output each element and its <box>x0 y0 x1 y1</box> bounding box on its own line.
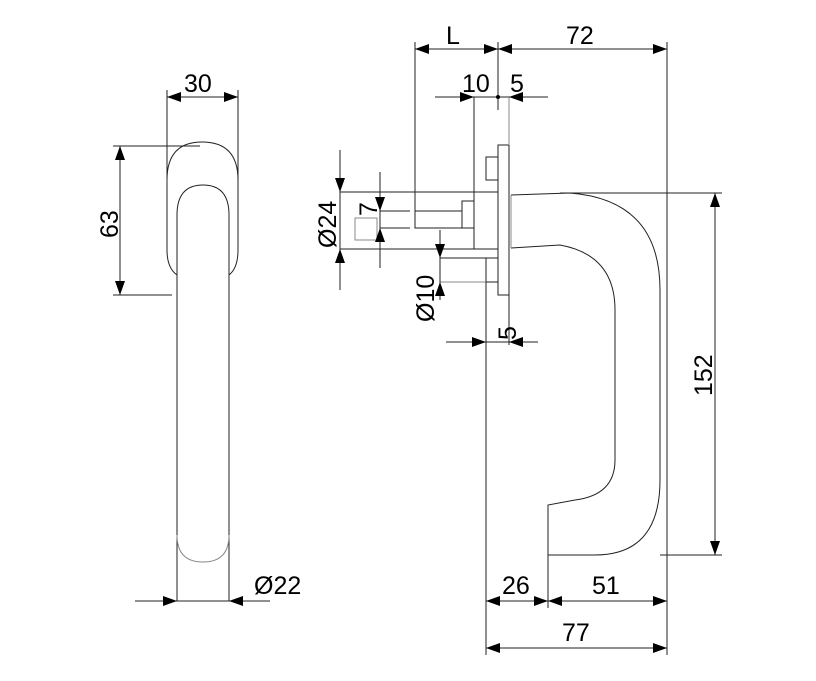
dim-handle-length-label: 152 <box>690 354 718 396</box>
dim-screw-offset-label: 5 <box>494 326 522 340</box>
dim-boss-diameter-label: Ø24 <box>314 201 342 248</box>
dim-projection-label: 72 <box>566 22 594 50</box>
dim-spindle-length-label: L <box>446 22 460 50</box>
spindle-boss <box>473 191 499 250</box>
dim-boss-depth-label: 10 <box>462 70 490 98</box>
dim-spindle-square-label: 7 <box>355 202 383 216</box>
dim-grip-reach-label: 51 <box>592 572 620 600</box>
side-view: L 72 10 5 Ø24 7 Ø10 <box>314 22 722 655</box>
front-view: 30 63 Ø22 <box>96 70 301 606</box>
grip-end-line <box>176 534 230 563</box>
dim-overall-depth-label: 77 <box>562 619 590 647</box>
dim-width-label: 30 <box>184 70 212 98</box>
grip-outline <box>176 184 230 555</box>
spindle <box>414 210 463 229</box>
dim-grip-diameter-label: Ø22 <box>254 572 301 600</box>
spindle-collar <box>461 200 475 229</box>
grip-sides-lower <box>176 555 230 601</box>
dim-screw-boss-diameter-label: Ø10 <box>412 275 440 322</box>
screw-boss-bottom <box>485 257 499 283</box>
handle-profile <box>510 192 661 556</box>
dim-grip-offset-label: 26 <box>502 572 530 600</box>
rosette-plate <box>497 144 510 296</box>
spindle-square <box>354 217 378 241</box>
rosette-outline <box>166 141 239 276</box>
screw-boss-top <box>485 156 499 181</box>
dim-rosette-height-label: 63 <box>96 210 124 238</box>
dim-plate-thickness-label: 5 <box>510 70 524 98</box>
